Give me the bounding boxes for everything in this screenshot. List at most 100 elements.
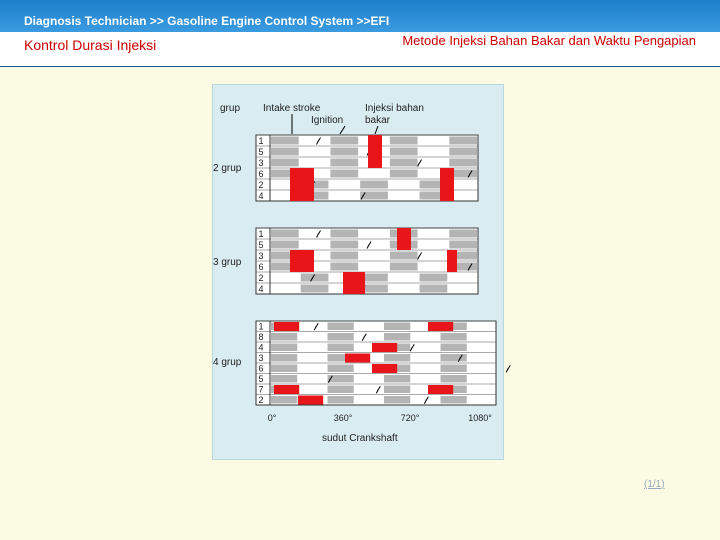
injection-pulse [428,385,454,394]
injection-pulse [343,272,365,294]
stroke-bar [300,180,329,189]
x-tick-label: 1080° [468,413,492,423]
stroke-bar [271,396,298,404]
stroke-bar [440,385,467,393]
x-tick-label: 720° [401,413,420,423]
stroke-bar [330,158,359,167]
ignition-spark [505,364,511,373]
cylinder-number: 6 [258,364,263,374]
stroke-bar [300,191,329,200]
stroke-bar [419,284,448,293]
ignition-spark [375,385,381,394]
intake-stroke-label: Intake stroke [263,103,321,114]
injection-pulse [440,168,454,201]
stroke-bar [271,262,299,271]
cylinder-number: 1 [258,229,263,239]
x-tick-label: 360° [334,413,353,423]
stroke-bar [271,147,299,156]
injection-pulse [274,322,300,331]
stroke-bar [419,191,448,200]
injection-pulse [397,228,411,250]
stroke-bar [327,354,354,362]
injection-pulse [368,135,382,168]
ignition-spark [409,343,415,352]
stroke-bar [449,158,477,167]
ignition-spark [417,252,422,260]
cylinder-number: 5 [258,240,263,250]
group-2-label: 2 grup [213,163,242,174]
stroke-bar [330,262,359,271]
stroke-bar [327,364,354,372]
stroke-bar [327,385,354,393]
stroke-bar [419,180,448,189]
stroke-bar [271,333,298,341]
stroke-bar [419,273,448,282]
stroke-bar [440,343,467,351]
stroke-bar [389,169,418,178]
stroke-bar [449,262,477,271]
stroke-bar [327,375,354,383]
ignition-spark [313,322,319,331]
stroke-bar [449,229,477,238]
cylinder-number: 8 [258,332,263,342]
ignition-spark [327,375,333,383]
stroke-bar [271,169,299,178]
stroke-bar [271,251,299,260]
stroke-bar [440,364,467,372]
group-4-label: 4 grup [213,357,242,368]
pager-link[interactable]: (1/1) [644,479,665,490]
stroke-bar [449,240,477,249]
stroke-bar [327,322,354,330]
stroke-bar [360,191,388,200]
stroke-bar [440,396,467,404]
injection-label: Injeksi bahan bakar [365,103,424,126]
stroke-bar [360,180,388,189]
ignition-spark [361,333,367,341]
cylinder-number: 3 [258,353,263,363]
ignition-spark [457,354,463,362]
stroke-bar [330,240,359,249]
stroke-bar [384,385,411,393]
cylinder-number: 5 [258,374,263,384]
stroke-bar [271,158,299,167]
injection-pulse [372,343,398,352]
stroke-bar [389,158,418,167]
header-band [0,0,720,32]
section-title: Metode Injeksi Bahan Bakar dan Waktu Pen… [402,33,696,48]
stroke-bar [389,262,418,271]
stroke-bar [271,354,298,362]
stroke-bar [384,333,411,341]
page-title: Kontrol Durasi Injeksi [24,37,157,53]
ignition-spark [316,230,321,238]
stroke-bar [300,284,329,293]
cylinder-number: 4 [258,284,263,294]
cylinder-number: 4 [258,343,263,353]
cylinder-number: 1 [258,322,263,332]
stroke-bar [271,136,299,145]
stroke-bar [449,169,477,178]
stroke-bar [330,169,359,178]
stroke-bar [271,240,299,249]
ignition-spark [360,192,366,200]
cylinder-number: 3 [258,251,263,261]
cylinder-number: 4 [258,191,263,201]
stroke-bar [384,396,411,404]
cylinder-number: 1 [258,136,263,146]
injection-pulse [290,250,314,272]
stroke-bar [440,333,467,341]
cylinder-number: 6 [258,169,263,179]
injection-pulse [345,353,371,363]
stroke-bar [330,136,359,145]
injection-pulse [290,168,314,201]
ignition-spark [467,170,473,178]
stroke-bar [389,147,418,156]
stroke-bar [327,343,354,351]
grup-label: grup [220,103,241,114]
ignition-spark [417,159,422,167]
cylinder-number: 3 [258,158,263,168]
x-tick-label: 0° [268,413,277,423]
x-axis-label: sudut Crankshaft [322,433,398,444]
stroke-bar [327,333,354,341]
cylinder-number: 2 [258,180,263,190]
